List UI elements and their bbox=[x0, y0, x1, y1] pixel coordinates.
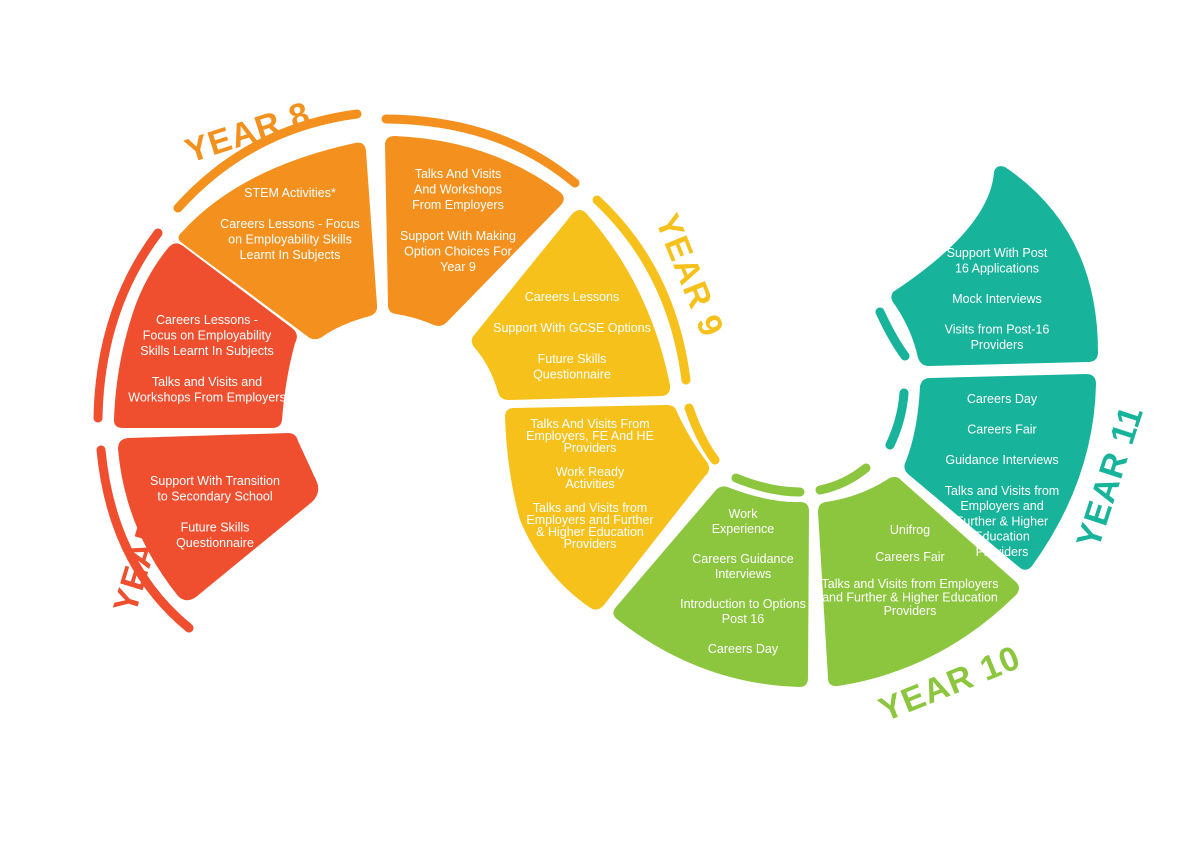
segment-line: Mock Interviews bbox=[952, 292, 1042, 306]
segment-y9a bbox=[471, 210, 671, 400]
segment-line: Work bbox=[729, 507, 759, 521]
segment-line: Providers bbox=[564, 441, 617, 455]
segment-y8a bbox=[178, 142, 378, 340]
year9-label: YEAR 9 bbox=[648, 209, 731, 343]
segment-line: Providers bbox=[564, 537, 617, 551]
segment-texts: Support With Transition to Secondary Scho… bbox=[128, 167, 1059, 656]
segment-line: Future Skills bbox=[538, 352, 607, 366]
segment-line: on Employability Skills bbox=[228, 233, 352, 247]
segment-y7a-text: Support With Transition to Secondary Scho… bbox=[150, 474, 280, 550]
segments bbox=[113, 136, 1098, 687]
segment-line: and Further & Higher Education bbox=[822, 591, 998, 605]
segment-line: Activities bbox=[565, 477, 614, 491]
segment-line: Careers Lessons - bbox=[156, 313, 258, 327]
segment-line: Support With Transition bbox=[150, 474, 280, 488]
segment-line: Careers Fair bbox=[875, 550, 944, 564]
segment-line: Employers and bbox=[960, 499, 1043, 513]
segment-line: Talks And Visits From bbox=[530, 417, 649, 431]
segment-line: Future Skills bbox=[181, 521, 250, 535]
segment-line: Skills Learnt In Subjects bbox=[140, 344, 273, 358]
segment-line: Providers bbox=[971, 338, 1024, 352]
segment-line: Questionnaire bbox=[533, 368, 611, 382]
segment-line: Introduction to Options bbox=[680, 597, 806, 611]
segment-line: From Employers bbox=[412, 198, 504, 212]
segment-y10b bbox=[818, 476, 1019, 687]
year8-label: YEAR 8 bbox=[181, 95, 315, 171]
segment-line: Focus on Employability bbox=[143, 329, 272, 343]
segment-line: And Workshops bbox=[414, 183, 502, 197]
segment-line: Interviews bbox=[715, 567, 771, 581]
segment-line: Careers Fair bbox=[967, 423, 1036, 437]
segment-line: Support With Post bbox=[947, 246, 1048, 260]
arc-year9-lower bbox=[684, 403, 720, 465]
segment-line: Careers Lessons bbox=[525, 290, 620, 304]
segment-line: Guidance Interviews bbox=[945, 453, 1058, 467]
segment-line: & Higher Education bbox=[536, 525, 644, 539]
arc-year11-upper bbox=[875, 307, 910, 361]
outer-arcs bbox=[93, 109, 910, 633]
arc-year7-upper bbox=[93, 228, 163, 423]
arc-year9-upper bbox=[592, 195, 691, 385]
segment-y8a-text: STEM Activities* Careers Lessons - Focus o… bbox=[220, 186, 360, 262]
segment-line: Support With Making bbox=[400, 229, 516, 243]
arc-year11-lower bbox=[885, 388, 909, 450]
segment-y7a bbox=[118, 433, 319, 601]
segment-line: Questionnaire bbox=[176, 536, 254, 550]
segment-line: 16 Applications bbox=[955, 261, 1039, 275]
segment-line: Careers Guidance bbox=[692, 552, 793, 566]
segment-line: Workshops From Employers bbox=[128, 391, 285, 405]
segment-line: Post 16 bbox=[722, 612, 764, 626]
segment-y8b bbox=[385, 136, 564, 326]
segment-line: Year 9 bbox=[440, 260, 476, 274]
segment-line: STEM Activities* bbox=[244, 186, 336, 200]
segment-line: Support With GCSE Options bbox=[493, 321, 651, 335]
segment-line: Employers and Further bbox=[526, 513, 653, 527]
segment-line: Work Ready bbox=[556, 465, 625, 479]
segment-line: to Secondary School bbox=[157, 490, 272, 504]
segment-line: Unifrog bbox=[890, 523, 930, 537]
segment-line: Talks And Visits bbox=[415, 167, 502, 181]
segment-line: Talks and Visits from bbox=[945, 484, 1059, 498]
segment-line: Option Choices For bbox=[404, 245, 512, 259]
segment-line: Visits from Post-16 bbox=[945, 323, 1050, 337]
arc-year10-right bbox=[815, 463, 871, 495]
segment-y11b bbox=[891, 166, 1098, 366]
segment-line: Education bbox=[974, 530, 1030, 544]
segment-line: Further & Higher bbox=[956, 514, 1048, 528]
segment-line: Providers bbox=[976, 545, 1029, 559]
segment-y9b bbox=[505, 405, 710, 610]
segment-line: Providers bbox=[884, 604, 937, 618]
segment-line: Careers Lessons - Focus bbox=[220, 217, 360, 231]
arc-year7-lower bbox=[96, 445, 194, 633]
segment-line: Talks and Visits from bbox=[533, 501, 647, 515]
segment-line: Careers Day bbox=[967, 392, 1038, 406]
segment-line: Experience bbox=[712, 522, 775, 536]
segment-y7b bbox=[113, 243, 297, 428]
segment-line: Careers Day bbox=[708, 642, 779, 656]
segment-y10a bbox=[613, 486, 809, 687]
arc-year10-left bbox=[731, 473, 805, 497]
arc-year8-right bbox=[381, 114, 580, 188]
segment-line: Talks and Visits and bbox=[152, 375, 262, 389]
segment-line: Employers, FE And HE bbox=[526, 429, 654, 443]
segment-y11a bbox=[904, 374, 1096, 570]
segment-line: Learnt In Subjects bbox=[240, 248, 341, 262]
segment-line: Talks and Visits from Employers bbox=[822, 577, 999, 591]
arc-year8-left bbox=[173, 109, 362, 213]
